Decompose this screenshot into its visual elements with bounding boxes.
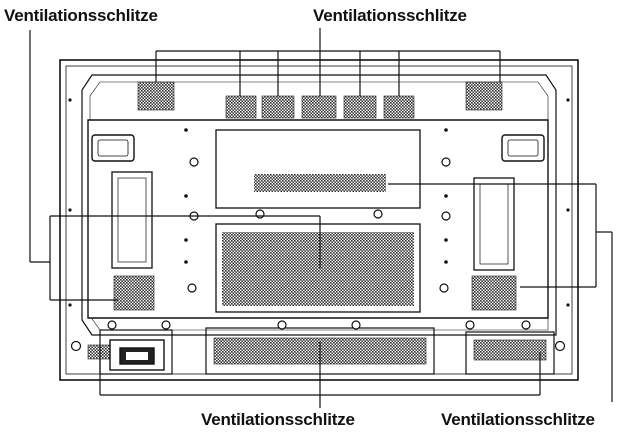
- callout-leaders: [29, 28, 613, 408]
- callout-label-top-center: Ventilationsschlitze: [313, 6, 467, 25]
- handles: [91, 134, 545, 162]
- lower-panel: [215, 223, 421, 313]
- center-plate: [87, 119, 549, 319]
- upper-panel: [215, 129, 421, 209]
- power-inlet: [109, 339, 165, 371]
- callout-label-bottom-center: Ventilationsschlitze: [201, 410, 355, 429]
- callout-label-bottom-right: Ventilationsschlitze: [441, 410, 595, 429]
- callout-label-top-left: Ventilationsschlitze: [4, 6, 158, 25]
- mount-holes: [68, 98, 570, 307]
- side-brackets: [111, 171, 515, 271]
